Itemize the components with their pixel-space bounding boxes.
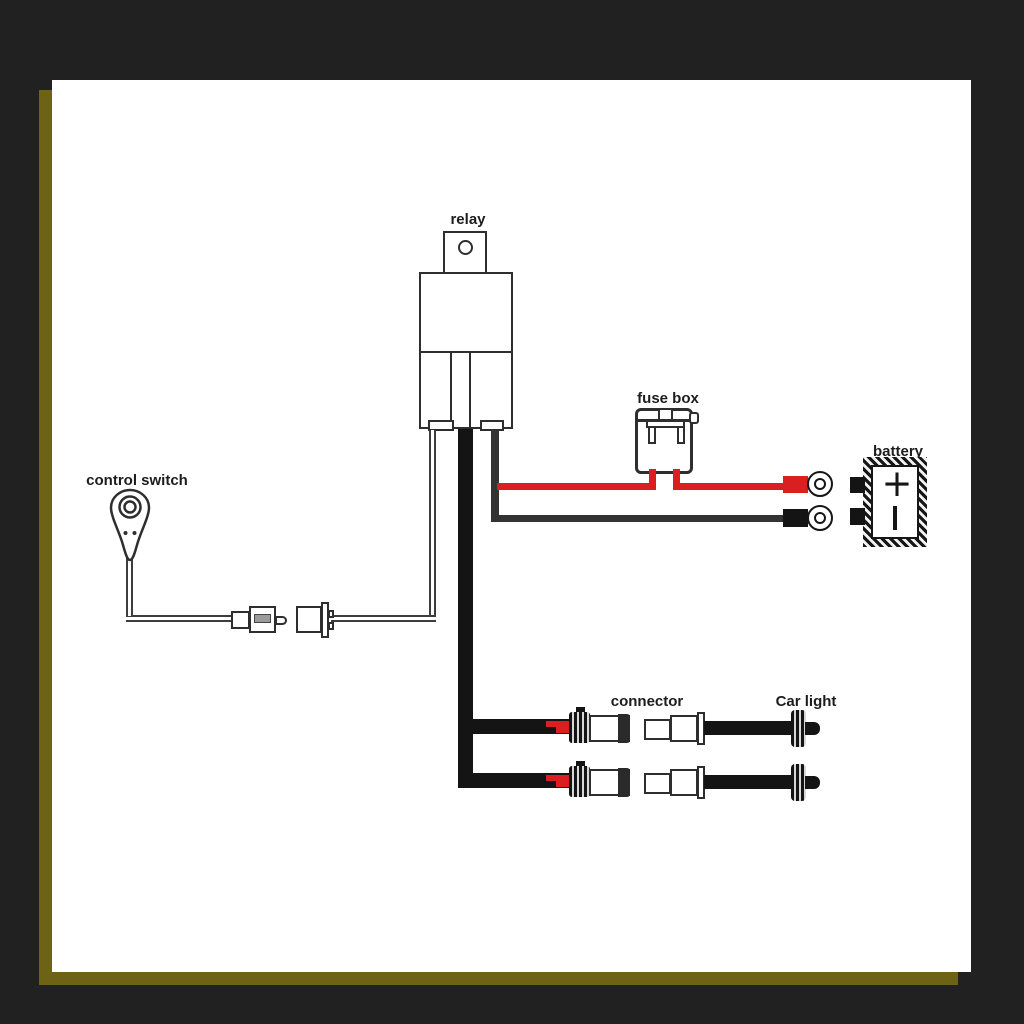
lamp2-female-tip: [644, 773, 671, 794]
fuse-box-side-nub: [689, 412, 699, 424]
bullet-connector-female-nub-bottom: [328, 622, 334, 630]
car-light-label: Car light: [775, 693, 837, 710]
lamp1-bulb-shaft: [805, 722, 820, 735]
lamp1-female-tip: [644, 719, 671, 740]
main-output-wire-vertical: [458, 429, 473, 788]
ground-wire-horizontal: [491, 515, 786, 522]
switch-wire-switch-to-connector: [126, 615, 233, 622]
lamp2-bulb-shaft: [805, 776, 820, 789]
battery-terminal-tab-positive: [850, 477, 865, 493]
relay-pin-notch-left: [428, 420, 454, 431]
power-wire-crimp: [783, 476, 808, 493]
power-wire-relay-to-fuse: [497, 483, 653, 490]
relay-base-divider-right: [469, 353, 471, 427]
battery-label: battery: [872, 443, 924, 460]
switch-wire-relay-drop: [429, 430, 436, 616]
ground-wire-crimp: [783, 509, 808, 527]
output-branch-top: [458, 719, 574, 734]
fuse-box-label: fuse box: [637, 390, 699, 407]
lamp2-male-cap: [618, 768, 630, 797]
bullet-connector-male-pin: [275, 616, 287, 625]
switch-wire-switch-drop: [126, 554, 133, 616]
gold-border-left: [39, 90, 52, 985]
lamp1-male-cap: [618, 714, 630, 743]
battery-face: [871, 465, 919, 539]
power-wire-fuse-leg-right: [673, 469, 680, 490]
relay-mount-hole-icon: [458, 240, 473, 255]
connector-label: connector: [610, 693, 684, 710]
switch-wire-connector-to-relay: [331, 615, 436, 622]
lamp1-bulb-socket-icon: [791, 710, 806, 747]
lamp1-red-stub: [556, 722, 572, 733]
power-wire-fuse-leg-left: [649, 469, 656, 490]
output-branch-bottom: [458, 773, 574, 788]
bullet-connector-male-collar: [231, 611, 250, 629]
lamp2-plug-notch: [576, 761, 585, 769]
lamp1-plug-notch: [576, 707, 585, 715]
lamp2-male-plug-icon: [569, 766, 590, 797]
lamp2-female-body: [670, 769, 698, 796]
control-switch-icon: [109, 488, 151, 562]
relay-base-divider-left: [450, 353, 452, 427]
lamp2-cable: [704, 775, 793, 789]
relay-label: relay: [450, 211, 486, 228]
ring-terminal-negative-icon: [807, 505, 833, 531]
lamp1-cable: [704, 721, 793, 735]
lamp2-bulb-socket-icon: [791, 764, 806, 801]
ground-wire-vertical: [491, 430, 499, 518]
control-switch-label: control switch: [86, 472, 188, 489]
relay-body: [419, 272, 513, 354]
lamp2-red-stub: [556, 776, 572, 787]
battery-minus-symbol: [893, 506, 897, 530]
lamp1-female-body: [670, 715, 698, 742]
relay-base: [419, 351, 513, 429]
bullet-connector-male-contact: [254, 614, 271, 623]
ring-terminal-positive-hole: [814, 478, 826, 490]
battery-terminal-tab-negative: [850, 508, 865, 525]
bullet-connector-female-body: [296, 606, 322, 633]
gold-border-bottom: [39, 972, 958, 985]
lamp1-male-plug-icon: [569, 712, 590, 743]
fuse-blade-leg-right: [677, 426, 685, 444]
power-wire-fuse-to-battery: [674, 483, 786, 490]
battery-plus-symbol: +: [881, 462, 913, 505]
fuse-blade-leg-left: [648, 426, 656, 444]
ring-terminal-negative-hole: [814, 512, 826, 524]
bullet-connector-female-nub-top: [328, 610, 334, 618]
fuse-blade-bar-icon: [646, 420, 685, 428]
bullet-connector-female-flange: [321, 602, 329, 638]
